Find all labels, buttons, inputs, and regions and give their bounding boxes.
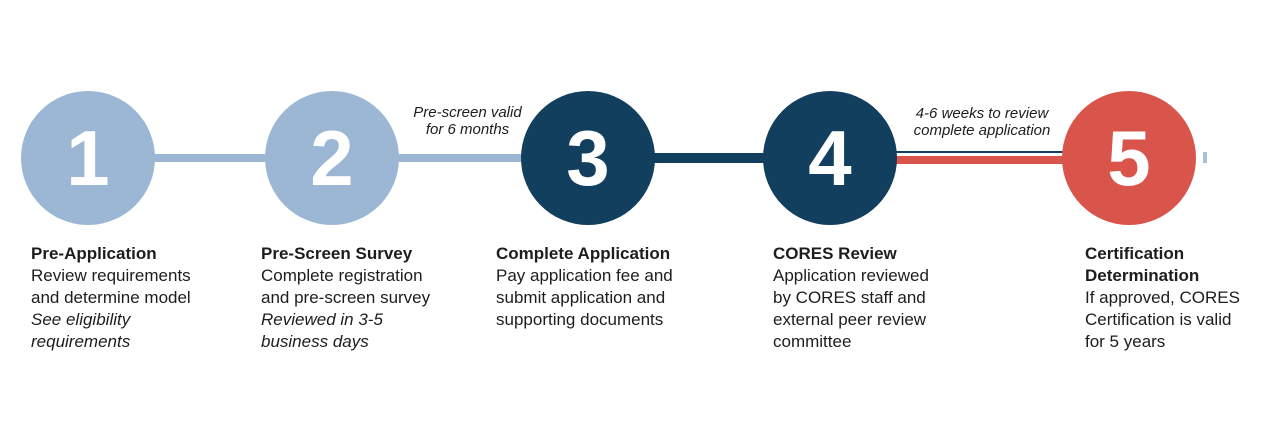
step-number-5: 5 <box>1107 114 1151 202</box>
connector-step3-step4 <box>645 153 775 163</box>
step-title-4: CORES Review <box>773 244 897 263</box>
step-title-1: Pre-Application <box>31 244 157 263</box>
step-text-3: Complete Application Pay application fee… <box>496 243 701 331</box>
line-stub <box>1203 152 1207 163</box>
step-number-4: 4 <box>808 114 852 202</box>
connector-step1-step2 <box>145 154 280 162</box>
step-title-2: Pre-Screen Survey <box>261 244 413 263</box>
step-circle-5: 5 <box>1062 91 1196 225</box>
step-circle-3: 3 <box>521 91 655 225</box>
connector-step2-step3 <box>390 154 530 162</box>
step-circle-1: 1 <box>21 91 155 225</box>
step-title-3: Complete Application <box>496 244 671 263</box>
step-number-3: 3 <box>566 114 610 202</box>
step-circle-4: 4 <box>763 91 897 225</box>
step-circle-2: 2 <box>265 91 399 225</box>
step-number-1: 1 <box>66 114 110 202</box>
connector-step4-step5-thin-line <box>890 151 1072 153</box>
connector-step4-step5 <box>890 156 1072 164</box>
step-number-2: 2 <box>310 114 354 202</box>
